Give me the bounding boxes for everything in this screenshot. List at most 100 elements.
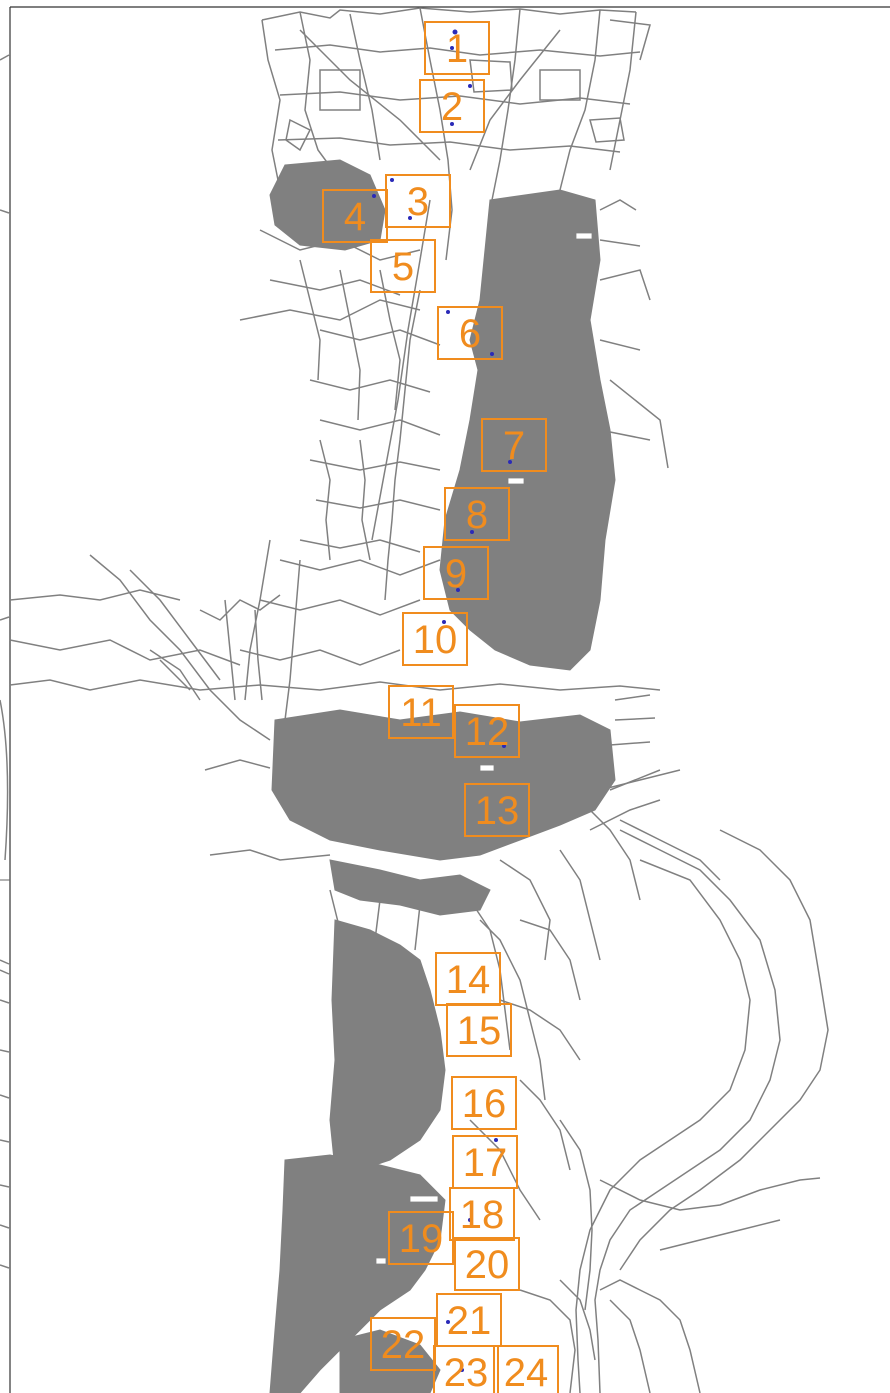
grid-box-label: 3 [407, 180, 429, 224]
grid-box-frame [322, 189, 388, 243]
sample-point [460, 1368, 464, 1372]
grid-box-frame [402, 612, 468, 666]
grid-box-3[interactable]: 3 [385, 174, 451, 228]
grid-box-frame [423, 546, 489, 600]
grid-box-frame [454, 704, 520, 758]
grid-box-label: 4 [344, 195, 366, 239]
grid-box-2[interactable]: 2 [419, 79, 485, 133]
sample-point [408, 216, 412, 220]
grid-box-1[interactable]: 1 [424, 21, 490, 75]
sample-point [442, 620, 446, 624]
grid-box-label: 6 [459, 312, 481, 356]
grid-box-5[interactable]: 5 [370, 239, 436, 293]
grid-box-label: 13 [475, 789, 520, 833]
grid-box-label: 12 [465, 710, 510, 754]
grid-box-label: 8 [466, 493, 488, 537]
grid-box-label: 9 [445, 552, 467, 596]
map-label-box [409, 1195, 439, 1203]
grid-box-label: 16 [462, 1082, 507, 1126]
grid-box-15[interactable]: 15 [446, 1003, 512, 1057]
grid-box-frame [481, 418, 547, 472]
grid-box-frame [464, 783, 530, 837]
grid-box-11[interactable]: 11 [388, 685, 454, 739]
sample-point [390, 178, 394, 182]
map-frame [0, 6, 890, 1393]
grid-box-label: 2 [441, 85, 463, 129]
sample-points [372, 29, 512, 1372]
map-label-box [375, 1257, 387, 1265]
grid-box-16[interactable]: 16 [451, 1076, 517, 1130]
grid-box-label: 24 [504, 1351, 549, 1393]
grid-box-18[interactable]: 18 [449, 1187, 515, 1241]
grid-box-12[interactable]: 12 [454, 704, 520, 758]
grid-box-frame [388, 685, 454, 739]
grid-box-frame [433, 1345, 499, 1393]
sample-point [450, 46, 454, 50]
grid-box-21[interactable]: 21 [436, 1293, 502, 1347]
grid-box-17[interactable]: 17 [452, 1135, 518, 1189]
grid-box-10[interactable]: 10 [402, 612, 468, 666]
grid-box-20[interactable]: 20 [454, 1237, 520, 1291]
sample-point [494, 1138, 498, 1142]
grid-box-6[interactable]: 6 [437, 306, 503, 360]
sample-point [468, 84, 472, 88]
coastline [519, 829, 829, 1393]
sample-point [468, 1218, 472, 1222]
grid-box-frame [449, 1187, 515, 1241]
sample-point [452, 29, 458, 35]
grid-box-label: 17 [463, 1141, 508, 1185]
sample-point [446, 1320, 450, 1324]
grid-box-24[interactable]: 24 [493, 1345, 559, 1393]
road-network-middle [9, 554, 721, 1221]
grid-box-label: 18 [460, 1193, 505, 1237]
grid-box-frame [493, 1345, 559, 1393]
sample-point [508, 460, 512, 464]
grid-box-label: 11 [400, 691, 442, 735]
grid-box-label: 22 [381, 1323, 426, 1367]
grid-box-frame [444, 487, 510, 541]
grid-box-7[interactable]: 7 [481, 418, 547, 472]
grid-box-label: 10 [413, 618, 458, 662]
grid-box-label: 5 [392, 245, 414, 289]
grid-box-19[interactable]: 19 [388, 1211, 454, 1265]
sample-point [372, 194, 376, 198]
grid-box-frame [451, 1076, 517, 1130]
grid-box-frame [437, 306, 503, 360]
grid-box-frame [370, 239, 436, 293]
grid-box-4[interactable]: 4 [322, 189, 388, 243]
grid-box-label: 19 [399, 1217, 444, 1261]
grid-box-label: 14 [446, 958, 491, 1002]
map-label-boxes [375, 232, 593, 1265]
sample-point [502, 744, 506, 748]
urban-area-fills [269, 159, 616, 1393]
sample-point [490, 352, 494, 356]
sample-point [456, 588, 460, 592]
grid-box-label: 1 [446, 27, 468, 71]
grid-box-label: 7 [503, 424, 525, 468]
grid-box-23[interactable]: 23 [433, 1345, 499, 1393]
grid-box-label: 15 [457, 1009, 502, 1053]
grid-box-22[interactable]: 22 [370, 1317, 436, 1371]
grid-box-8[interactable]: 8 [444, 487, 510, 541]
grid-box-frame [388, 1211, 454, 1265]
grid-box-frame [424, 21, 490, 75]
map-label-box [507, 477, 525, 485]
left-edge-fragments [0, 54, 10, 1269]
grid-box-label: 21 [447, 1299, 492, 1343]
grid-box-frame [446, 1003, 512, 1057]
map-label-box [479, 764, 495, 772]
grid-box-frame [370, 1317, 436, 1371]
sample-point [470, 530, 474, 534]
sample-point [446, 310, 450, 314]
grid-box-14[interactable]: 14 [435, 952, 501, 1006]
map-label-box [575, 232, 593, 240]
grid-box-13[interactable]: 13 [464, 783, 530, 837]
sample-point [450, 122, 454, 126]
grid-box-frame [454, 1237, 520, 1291]
grid-box-9[interactable]: 9 [423, 546, 489, 600]
grid-box-label: 20 [465, 1243, 510, 1287]
road-network-north [239, 7, 669, 721]
